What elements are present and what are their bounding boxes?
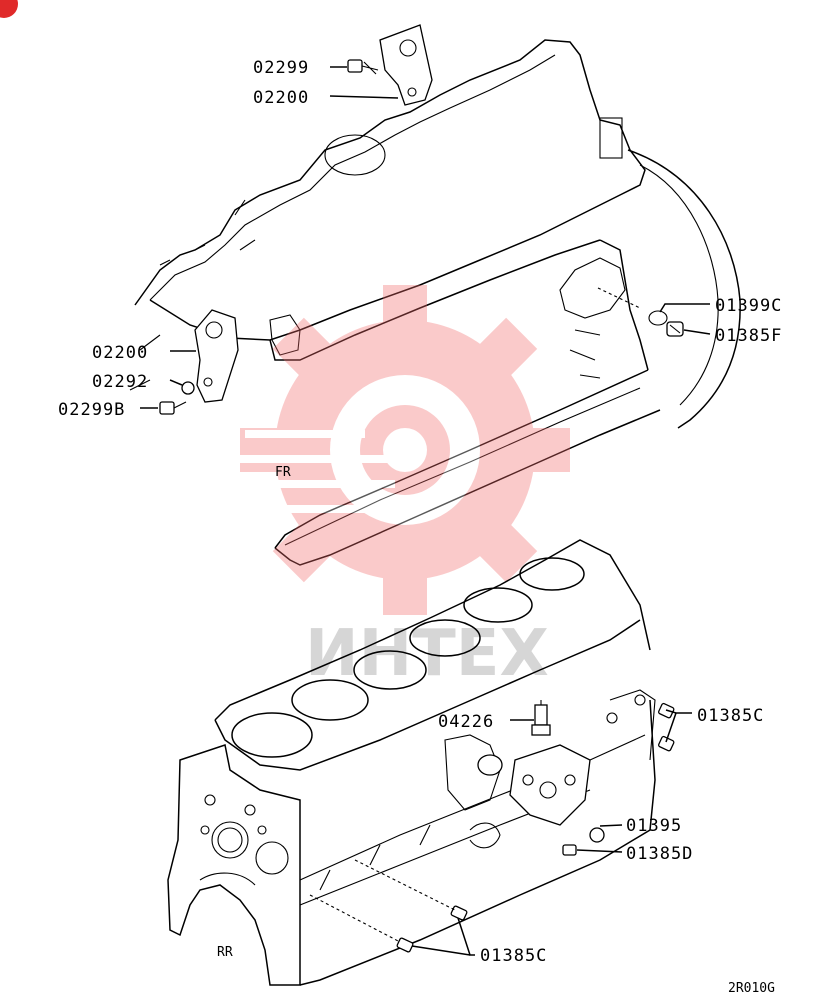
label-02299b: 02299B (58, 400, 125, 420)
leader-lines (140, 66, 711, 956)
oil-cooler-body (509, 744, 591, 826)
label-01385c-bottom: 01385C (480, 946, 547, 966)
diagram-code: 2R010G (728, 981, 775, 996)
label-02292: 02292 (92, 372, 148, 392)
plug-01385d (562, 844, 577, 856)
label-01399c: 01399C (715, 296, 782, 316)
cylinder-head-outline (129, 39, 741, 566)
label-01395: 01395 (626, 816, 682, 836)
label-01385d: 01385D (626, 844, 693, 864)
label-02200-left: 02200 (92, 343, 148, 363)
top-bracket-02200 (379, 24, 433, 106)
label-rr: RR (217, 945, 233, 960)
label-02299: 02299 (253, 58, 309, 78)
cylinder-block-outline (167, 539, 656, 986)
label-02200-top: 02200 (253, 88, 309, 108)
label-01385c-right: 01385C (697, 706, 764, 726)
left-bracket-02200 (194, 309, 239, 403)
plug-01385c-right-lower (658, 735, 675, 752)
label-01385f: 01385F (715, 326, 782, 346)
label-04226: 04226 (438, 712, 494, 732)
plug-01395 (589, 827, 605, 843)
label-fr: FR (275, 465, 291, 480)
corner-badge (0, 0, 18, 18)
plug-01385f (666, 321, 684, 337)
plug-01385c-bottom-upper (450, 905, 468, 921)
oil-pressure-switch-04226 (531, 700, 551, 736)
o-ring-01399c (648, 310, 668, 326)
plug-01385c-bottom-lower (396, 937, 414, 953)
bolt-02299-top (347, 59, 379, 75)
washer-02292 (181, 381, 195, 395)
intech-watermark (240, 285, 570, 615)
bolt-02299b (159, 401, 187, 415)
